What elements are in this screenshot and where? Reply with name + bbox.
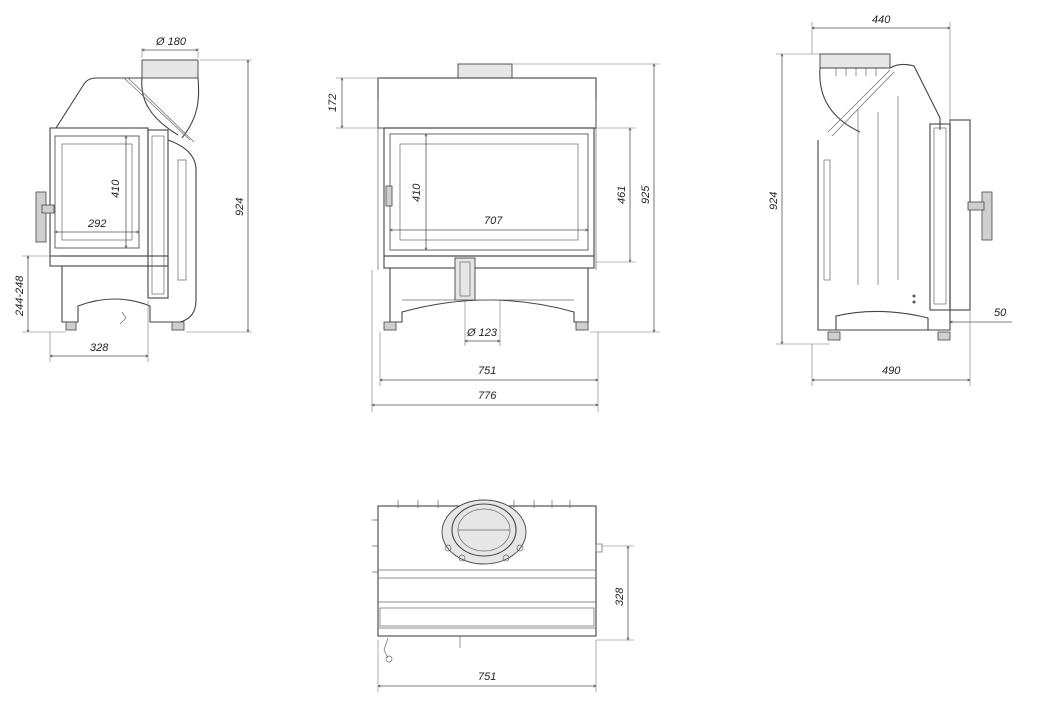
top-flue-ring bbox=[451, 503, 517, 557]
dim-front-glass-height: 410 bbox=[411, 183, 423, 202]
dim-right-depth: 490 bbox=[882, 365, 901, 377]
dim-glass-height: 410 bbox=[110, 179, 122, 198]
flue-curve bbox=[141, 77, 179, 136]
dim-top-depth: 440 bbox=[872, 14, 891, 26]
front-glass bbox=[399, 143, 579, 241]
dim-top-view-depth: 328 bbox=[614, 587, 626, 606]
door-handle bbox=[35, 191, 47, 243]
front-view: 172 410 707 461 925 Ø 123 751 776 bbox=[327, 64, 660, 412]
dim-depth: 328 bbox=[90, 342, 109, 354]
side-view-right: 440 924 50 490 bbox=[768, 14, 1012, 386]
dim-air-inlet: Ø 123 bbox=[466, 327, 498, 339]
dim-glass-width: 292 bbox=[87, 218, 106, 230]
dim-inner-width: 751 bbox=[478, 365, 496, 377]
top-view: 328 751 bbox=[372, 499, 634, 692]
air-damper bbox=[454, 257, 476, 301]
dim-total-height: 924 bbox=[234, 198, 246, 216]
right-front-panel bbox=[929, 123, 951, 311]
right-door-handle bbox=[981, 191, 993, 241]
top-flue-flange bbox=[441, 499, 527, 565]
side-rear-panel bbox=[147, 129, 169, 299]
dim-pipe-diameter: Ø 180 bbox=[155, 36, 187, 48]
front-hood bbox=[377, 77, 597, 129]
dim-outer-width: 776 bbox=[478, 390, 497, 402]
side-glass bbox=[54, 135, 140, 249]
dim-front-total-height: 925 bbox=[640, 185, 652, 204]
right-flue-collar bbox=[819, 53, 891, 69]
flue-pipe bbox=[141, 59, 199, 79]
dim-top-height: 172 bbox=[327, 94, 339, 112]
hood-outline bbox=[55, 77, 142, 129]
dim-door-height: 461 bbox=[616, 186, 628, 204]
dim-right-total-height: 924 bbox=[768, 192, 780, 210]
side-body bbox=[49, 127, 149, 257]
front-flue-collar bbox=[457, 63, 513, 79]
dim-front-glass-width: 707 bbox=[484, 215, 503, 227]
dim-offset: 50 bbox=[994, 307, 1007, 319]
dim-top-view-width: 751 bbox=[478, 671, 496, 683]
side-view-left: Ø 180 410 292 924 244-248 328 bbox=[14, 36, 252, 362]
dim-leg-height: 244-248 bbox=[14, 275, 26, 317]
